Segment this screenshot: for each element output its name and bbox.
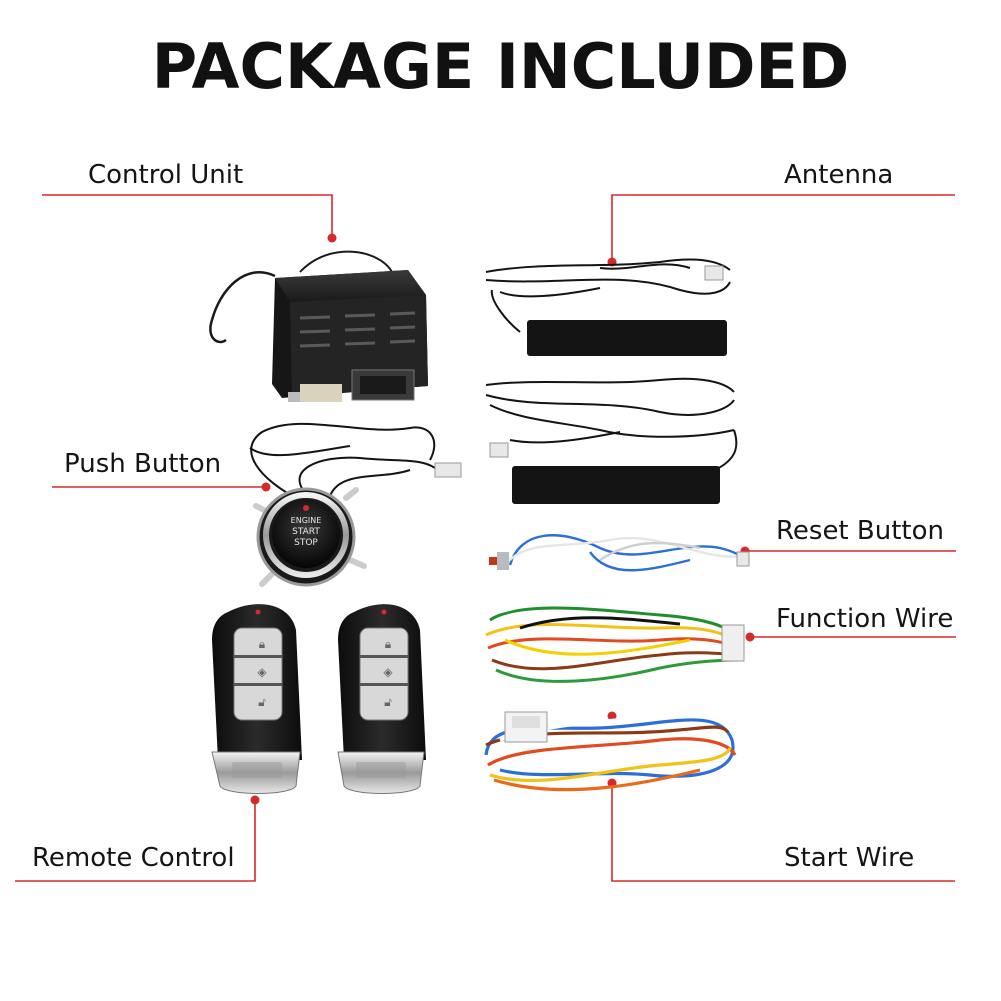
push-button-text-1: ENGINE bbox=[291, 516, 322, 525]
control-unit bbox=[209, 250, 428, 402]
page-title: PACKAGE INCLUDED bbox=[151, 30, 850, 103]
reset-button-wire bbox=[508, 534, 747, 572]
leader-start-wire bbox=[611, 783, 955, 882]
leader-lines bbox=[15, 194, 956, 882]
label-push-button: Push Button bbox=[64, 449, 222, 479]
reset-button-body bbox=[497, 552, 509, 570]
label-remote-control: Remote Control bbox=[32, 843, 235, 873]
label-start-wire: Start Wire bbox=[784, 843, 915, 873]
label-function-wire: Function Wire bbox=[776, 604, 954, 634]
antenna-2-connector bbox=[489, 442, 509, 458]
push-button-text-3: STOP bbox=[294, 538, 318, 548]
label-antenna: Antenna bbox=[784, 160, 894, 190]
remote-control-2: 🔒︎ ◈ 🔓︎ bbox=[337, 604, 426, 794]
antenna-2-bar bbox=[512, 466, 720, 504]
label-reset-button: Reset Button bbox=[776, 516, 944, 546]
leader-antenna bbox=[611, 194, 955, 262]
antenna-1-bar bbox=[527, 320, 727, 356]
function-wire-connector bbox=[721, 624, 745, 662]
push-button: ENGINE START STOP bbox=[249, 422, 462, 587]
antenna-1 bbox=[485, 258, 731, 333]
antenna-2 bbox=[485, 377, 738, 471]
trunk-icon: ◈ bbox=[257, 665, 267, 679]
function-wire bbox=[485, 599, 742, 683]
lock-icon: 🔒︎ bbox=[259, 637, 265, 651]
trunk-icon: ◈ bbox=[383, 665, 393, 679]
unlock-icon: 🔓︎ bbox=[384, 695, 392, 709]
label-control-unit: Control Unit bbox=[88, 160, 244, 190]
reset-button-connector bbox=[736, 551, 750, 567]
unlock-icon: 🔓︎ bbox=[258, 695, 266, 709]
antenna-1-connector bbox=[704, 265, 724, 281]
leader-control-unit bbox=[42, 194, 333, 238]
remote-control-1: 🔒︎ ◈ 🔓︎ bbox=[211, 604, 302, 794]
push-button-text-2: START bbox=[292, 527, 320, 537]
leader-remote-control bbox=[15, 800, 256, 882]
reset-button-cap bbox=[489, 557, 497, 565]
lock-icon: 🔒︎ bbox=[385, 637, 391, 651]
